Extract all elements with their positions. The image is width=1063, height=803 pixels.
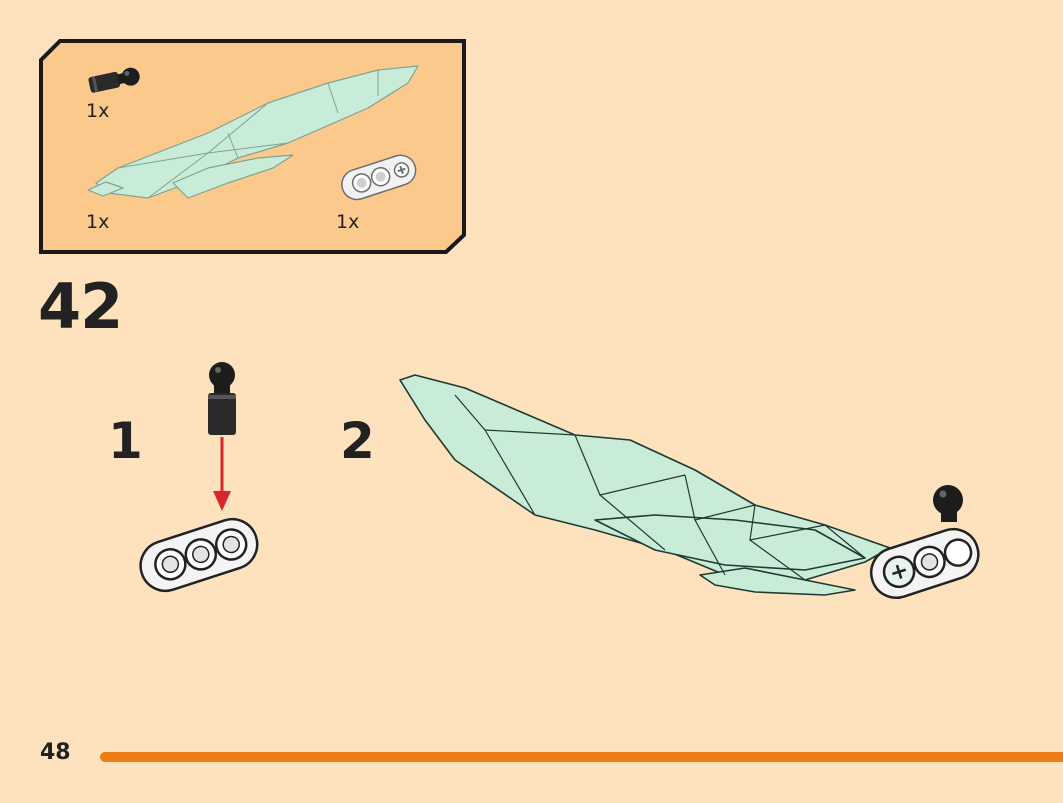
page-number: 48 bbox=[40, 740, 71, 765]
liftarm-quantity: 1x bbox=[336, 211, 360, 233]
wing-part-icon bbox=[87, 65, 419, 199]
substep-1-illustration bbox=[139, 362, 259, 593]
ball-pin-quantity: 1x bbox=[86, 100, 110, 122]
substep-2-illustration bbox=[399, 374, 980, 599]
substep-1-label: 1 bbox=[108, 412, 143, 470]
wing-quantity: 1x bbox=[86, 211, 110, 233]
ball-pin-part-icon bbox=[88, 67, 140, 93]
footer-accent-bar bbox=[100, 752, 1063, 762]
liftarm-part-icon bbox=[341, 154, 417, 201]
substep-2-label: 2 bbox=[340, 412, 375, 470]
step-number: 42 bbox=[38, 270, 123, 343]
